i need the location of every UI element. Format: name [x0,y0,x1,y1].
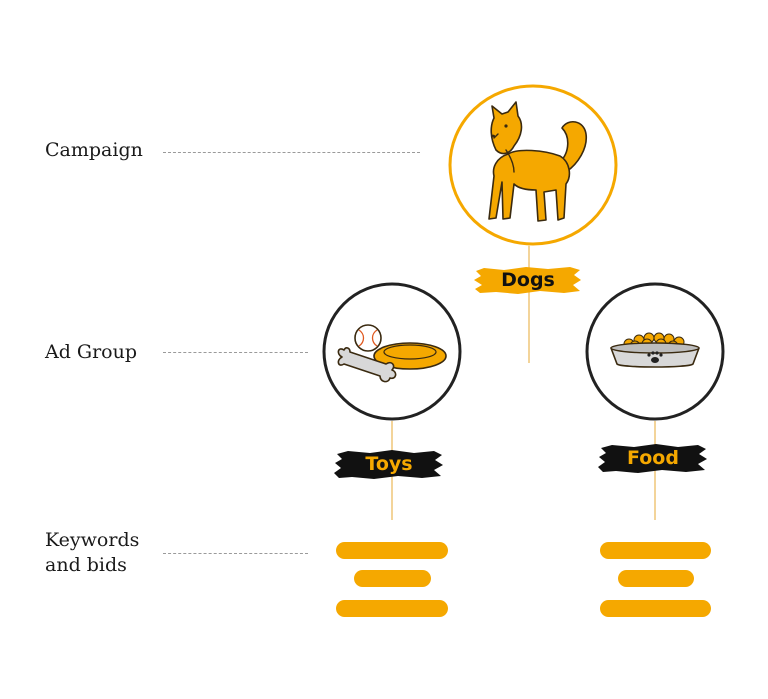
ad-group-name-toys: Toys [365,453,413,475]
ad-group-label: Ad Group [45,341,138,363]
keywords-dash-line [163,553,308,554]
campaign-dash-line [163,152,420,153]
ad-group-tag-food: Food [598,441,708,475]
ad-group-dash-line [163,352,308,353]
ad-group-circle-food [585,282,725,421]
ad-group-circle-toys [322,282,462,421]
campaign-connector [528,243,530,363]
campaign-tag-brush [474,267,581,294]
keyword-bar [336,542,448,559]
ad-group-tag-toys: Toys [334,447,444,481]
dog-food-bowl-icon [610,332,700,368]
keyword-bar [336,600,448,617]
dog-icon [488,101,588,222]
campaign-label: Campaign [45,139,143,161]
keywords-label-line1: Keywords [45,529,140,551]
keywords-label: Keywords and bids [45,528,139,578]
keyword-bar [354,570,431,587]
keyword-bar [600,542,711,559]
ad-group-name-food: Food [627,447,679,469]
campaign-name: Dogs [501,269,555,291]
keywords-label-line2: and bids [45,554,127,576]
toys-icon [337,324,447,383]
campaign-tag: Dogs [474,263,582,297]
keyword-bar [600,600,711,617]
ad-group-tag-toys-brush [334,450,443,479]
ad-group-tag-food-brush [598,444,707,473]
campaign-circle [448,84,618,246]
keyword-bar [618,570,694,587]
